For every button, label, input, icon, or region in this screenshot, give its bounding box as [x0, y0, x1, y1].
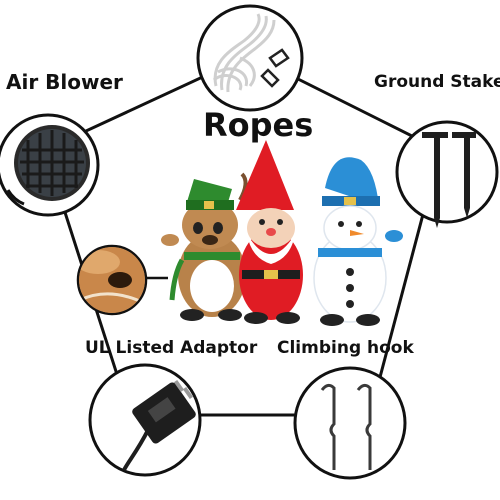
adaptor-socket-icon [76, 244, 168, 316]
christmas-inflatables-icon [161, 140, 403, 326]
ropes-label: Ropes [203, 106, 314, 144]
air-blower-label: Air Blower [6, 70, 123, 94]
air-blower-icon [0, 113, 100, 217]
climbing-hook-icon [293, 366, 407, 480]
ground-stakes-label: Ground Stakes [374, 72, 500, 92]
ground-stake-icon [395, 120, 499, 228]
ul-adaptor-label: UL Listed Adaptor [85, 338, 258, 358]
rope-icon [196, 4, 304, 112]
power-adaptor-icon [88, 363, 202, 477]
climbing-hook-label: Climbing hook [277, 338, 414, 358]
